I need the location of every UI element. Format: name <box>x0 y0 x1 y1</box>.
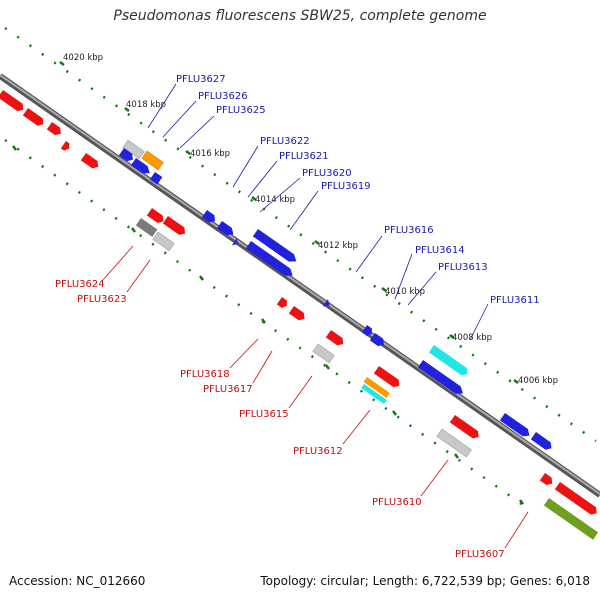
map-title: Pseudomonas fluorescens SBW25, complete … <box>113 8 487 24</box>
gene-red-1[interactable] <box>0 90 26 113</box>
label-pflu3624: PFLU3624 <box>55 245 134 290</box>
svg-text:4020 kbp: 4020 kbp <box>63 53 103 63</box>
gene-pflu3625b[interactable] <box>130 158 153 177</box>
kbp-tick-4010: 4010 kbp <box>381 287 425 297</box>
svg-text:PFLU3627: PFLU3627 <box>176 74 226 85</box>
svg-text:4010 kbp: 4010 kbp <box>385 287 425 297</box>
svg-text:4014 kbp: 4014 kbp <box>255 195 295 205</box>
genome-info-text: Topology: circular; Length: 6,722,539 bp… <box>260 574 590 588</box>
gene-pflu3612[interactable] <box>373 366 402 389</box>
label-pflu3619: PFLU3619 <box>289 181 371 231</box>
gene-pflu3610b[interactable] <box>436 428 472 458</box>
svg-text:PFLU3610: PFLU3610 <box>372 497 422 508</box>
gene-pflu3624b[interactable] <box>162 216 188 237</box>
svg-text:4018 kbp: 4018 kbp <box>126 100 166 110</box>
svg-text:PFLU3617: PFLU3617 <box>203 384 253 395</box>
svg-text:PFLU3620: PFLU3620 <box>302 168 352 179</box>
svg-text:PFLU3607: PFLU3607 <box>455 549 505 560</box>
label-pflu3618: PFLU3618 <box>180 338 259 380</box>
gene-red-2[interactable] <box>22 108 46 128</box>
gene-red-5[interactable] <box>80 153 101 171</box>
gene-pflu3618[interactable] <box>276 297 290 310</box>
gene-pflu3607[interactable] <box>539 473 555 487</box>
gene-red-3[interactable] <box>46 122 64 137</box>
label-pflu3625: PFLU3625 <box>179 105 266 149</box>
gene-pflu3615b[interactable] <box>312 343 335 364</box>
label-pflu3610: PFLU3610 <box>372 459 449 508</box>
gene-pflu3607b[interactable] <box>554 482 599 517</box>
svg-text:4012 kbp: 4012 kbp <box>318 241 358 251</box>
label-pflu3626: PFLU3626 <box>162 91 248 138</box>
gene-pflu3623[interactable] <box>152 231 175 252</box>
label-pflu3611: PFLU3611 <box>469 295 540 341</box>
svg-text:PFLU3611: PFLU3611 <box>490 295 540 306</box>
gene-pflu3613[interactable] <box>369 333 387 348</box>
gene-pflu3625[interactable] <box>118 148 136 163</box>
gene-pflu3617[interactable] <box>288 306 307 323</box>
svg-text:PFLU3616: PFLU3616 <box>384 225 434 236</box>
label-pflu3612: PFLU3612 <box>293 409 371 457</box>
svg-text:4016 kbp: 4016 kbp <box>190 149 230 159</box>
svg-text:PFLU3626: PFLU3626 <box>198 91 248 102</box>
gene-pflu3615[interactable] <box>325 330 346 348</box>
kbp-tick-4018: 4018 kbp <box>124 100 166 112</box>
label-pflu3627: PFLU3627 <box>147 74 226 129</box>
gene-pflu3619[interactable] <box>252 229 299 265</box>
label-pflu3621: PFLU3621 <box>247 151 329 198</box>
gene-pflu3609[interactable] <box>499 413 532 439</box>
gene-pflu3612b[interactable] <box>363 377 390 398</box>
svg-text:4006 kbp: 4006 kbp <box>518 376 558 386</box>
kbp-tick-4008: 4008 kbp <box>449 333 492 343</box>
gene-pflu3616[interactable] <box>322 299 332 309</box>
gene-pflu3611b[interactable] <box>417 360 466 397</box>
svg-text:PFLU3624: PFLU3624 <box>55 279 105 290</box>
gene-pflu3612c[interactable] <box>361 384 387 405</box>
svg-text:PFLU3622: PFLU3622 <box>260 136 310 147</box>
gene-red-4[interactable] <box>60 141 72 152</box>
kbp-tick-4016: 4016 kbp <box>185 149 230 159</box>
gene-pflu3614[interactable] <box>361 325 375 338</box>
label-pflu3617: PFLU3617 <box>203 350 273 395</box>
svg-text:PFLU3623: PFLU3623 <box>77 294 127 305</box>
gene-pflu3610[interactable] <box>449 415 481 441</box>
svg-text:PFLU3615: PFLU3615 <box>239 409 289 420</box>
gene-pflu3621[interactable] <box>216 221 236 238</box>
svg-text:4008 kbp: 4008 kbp <box>452 333 492 343</box>
svg-text:PFLU3618: PFLU3618 <box>180 369 230 380</box>
accession-text: Accession: NC_012660 <box>9 574 146 588</box>
svg-text:PFLU3614: PFLU3614 <box>415 245 465 256</box>
label-pflu3607: PFLU3607 <box>455 511 529 560</box>
gene-pflu3624c[interactable] <box>135 218 158 237</box>
kbp-tick-4020: 4020 kbp <box>59 53 103 66</box>
label-pflu3622: PFLU3622 <box>232 136 310 188</box>
kbp-tick-4012: 4012 kbp <box>314 240 358 251</box>
gene-pflu3626[interactable] <box>141 150 164 171</box>
kbp-tick-4006: 4006 kbp <box>513 376 558 386</box>
top-tick-track <box>4 26 597 443</box>
label-pflu3613: PFLU3613 <box>407 262 488 306</box>
label-pflu3616: PFLU3616 <box>355 225 434 273</box>
svg-text:PFLU3619: PFLU3619 <box>321 181 371 192</box>
svg-text:PFLU3612: PFLU3612 <box>293 446 343 457</box>
gene-pflu3625c[interactable] <box>149 172 163 185</box>
kbp-tick-4014: 4014 kbp <box>251 195 295 205</box>
gene-pflu3607c[interactable] <box>543 498 599 540</box>
svg-text:PFLU3621: PFLU3621 <box>279 151 329 162</box>
label-pflu3620: PFLU3620 <box>259 168 352 213</box>
gene-pflu3619b[interactable] <box>245 241 295 279</box>
label-pflu3623: PFLU3623 <box>77 259 151 305</box>
label-pflu3614: PFLU3614 <box>394 245 465 300</box>
gene-pflu3611[interactable] <box>428 345 470 378</box>
bottom-ticks <box>12 145 524 505</box>
gene-pflu3620[interactable] <box>231 238 240 248</box>
gene-pflu3624[interactable] <box>146 208 166 225</box>
gene-pflu3622[interactable] <box>201 210 218 225</box>
label-pflu3615: PFLU3615 <box>239 375 313 420</box>
svg-text:PFLU3625: PFLU3625 <box>216 105 266 116</box>
gene-pflu3608[interactable] <box>530 432 554 452</box>
svg-text:PFLU3613: PFLU3613 <box>438 262 488 273</box>
